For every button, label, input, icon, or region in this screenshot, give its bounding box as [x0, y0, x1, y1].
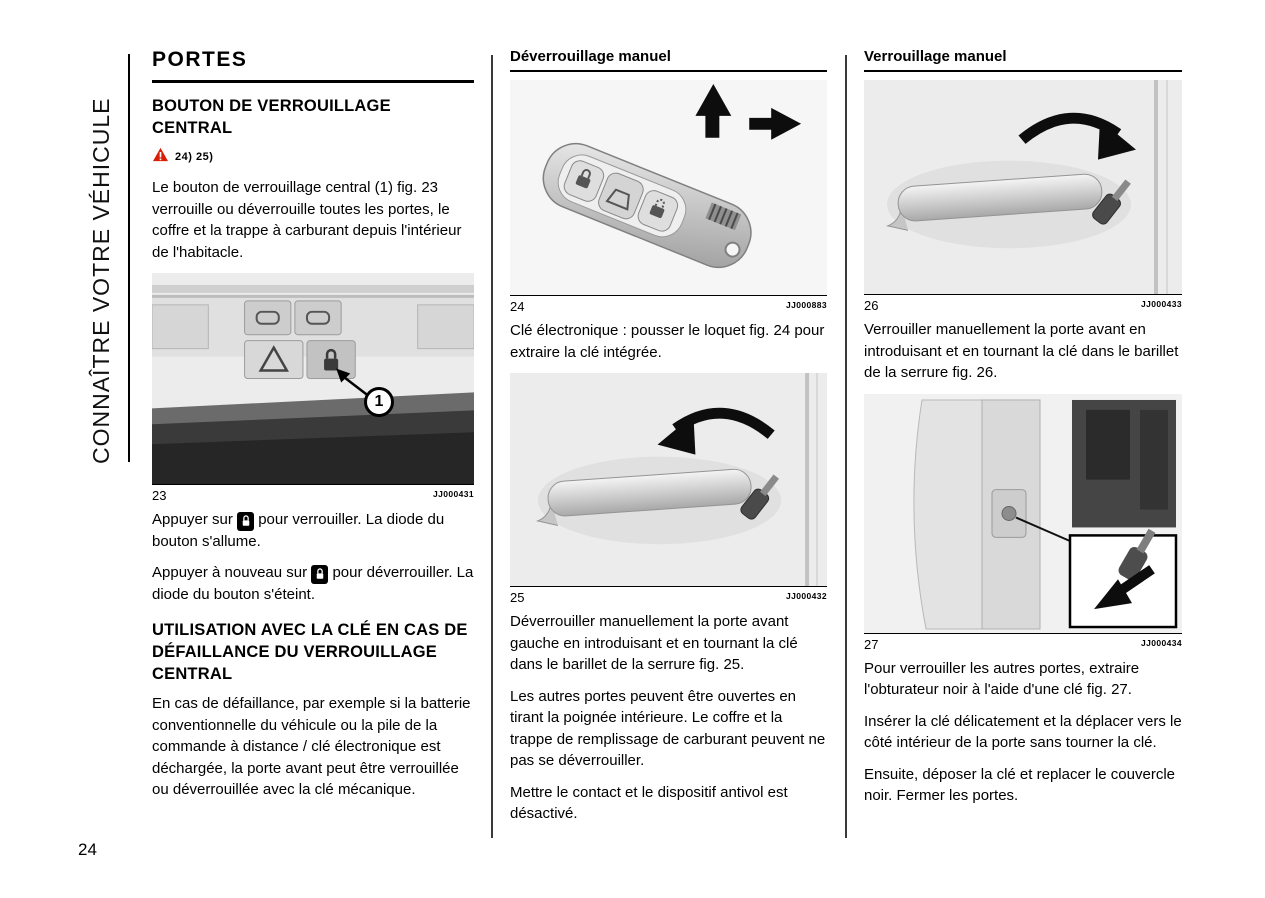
figure-code: JJ000431 — [432, 489, 474, 499]
column-divider-left — [491, 55, 493, 838]
figure-23: 1 23 JJ000431 — [152, 273, 474, 503]
paragraph-central-locking: Le bouton de verrouillage central (1) fi… — [152, 179, 462, 261]
lock-button-icon — [311, 564, 329, 584]
paragraph-unlock-front-door: Déverrouiller manuellement la porte avan… — [510, 613, 798, 673]
paragraph-lock: Appuyer sur pour verrouiller. La diode d… — [152, 509, 474, 552]
figure-24-image — [510, 80, 827, 296]
paragraph-insert-key: Insérer la clé délicatement et la déplac… — [864, 712, 1182, 752]
door-handle-unlock-illustration — [510, 373, 827, 586]
figure-26: 26 JJ000433 — [864, 80, 1182, 313]
figure-26-caption: 26 JJ000433 — [864, 298, 1182, 313]
figure-25-caption: 25 JJ000432 — [510, 590, 827, 605]
paragraph-key-fallback: En cas de défaillance, par exemple si la… — [152, 695, 471, 798]
figure-25-image — [510, 373, 827, 587]
paragraph-lock-front-door: Verrouiller manuellement la porte avant … — [864, 321, 1179, 381]
figure-26-image — [864, 80, 1182, 295]
figure-number: 27 — [864, 636, 879, 652]
figure-24-caption: 24 JJ000883 — [510, 299, 827, 314]
heading-manual-locking: Verrouillage manuel — [864, 48, 1182, 72]
figure-code: JJ000883 — [785, 300, 827, 310]
figure-27-image — [864, 393, 1182, 634]
figure-27: 27 JJ000434 — [864, 393, 1182, 652]
paragraph-unlock: Appuyer à nouveau sur pour déverrouiller… — [152, 562, 474, 605]
text-before-lock-icon: Appuyer sur — [152, 511, 233, 528]
paragraph-other-doors: Les autres portes peuvent être ouvertes … — [510, 687, 826, 770]
door-edge-key-illustration — [864, 393, 1182, 633]
chapter-rule — [128, 54, 130, 462]
figure-25: 25 JJ000432 — [510, 373, 827, 605]
key-fob-illustration — [510, 80, 827, 295]
figure-24: 24 JJ000883 — [510, 80, 827, 314]
paragraph-replace-cover: Ensuite, déposer la clé et replacer le c… — [864, 765, 1176, 805]
figure-number: 26 — [864, 298, 879, 313]
figure-23-image: 1 — [152, 273, 474, 485]
warning-icon — [152, 147, 169, 167]
heading-manual-unlocking: Déverrouillage manuel — [510, 48, 827, 72]
column-left: PORTES BOUTON DE VERROUILLAGE CENTRAL 24… — [152, 48, 474, 811]
chapter-vertical-title: CONNAÎTRE VOTRE VÉHICULE — [88, 97, 114, 465]
heading-key-fallback: UTILISATION AVEC LA CLÉ EN CAS DE DÉFAIL… — [152, 621, 468, 683]
heading-central-locking: BOUTON DE VERROUILLAGE CENTRAL — [152, 97, 391, 137]
paragraph-antitheft: Mettre le contact et le dispositif antiv… — [510, 783, 788, 823]
column-right: Verrouillage manuel — [864, 48, 1182, 817]
warning-references: 24) 25) — [175, 151, 214, 163]
figure-number: 25 — [510, 590, 525, 605]
warning-row: 24) 25) — [152, 147, 474, 167]
figure-27-caption: 27 JJ000434 — [864, 637, 1182, 652]
paragraph-extract-key: Clé électronique : pousser le loquet fig… — [510, 322, 825, 361]
lock-button-icon — [237, 511, 255, 531]
door-handle-lock-illustration — [864, 80, 1182, 294]
column-middle: Déverrouillage manuel — [510, 48, 827, 835]
text-after-lock-icon: pour verrouiller. La diode du bouton s'a… — [152, 511, 445, 550]
paragraph-lock-other-doors: Pour verrouiller les autres portes, extr… — [864, 659, 1140, 699]
figure-code: JJ000434 — [1140, 637, 1182, 648]
figure-number: 23 — [152, 488, 167, 503]
figure-number: 24 — [510, 299, 525, 314]
page-number: 24 — [78, 840, 97, 859]
callout-1: 1 — [364, 387, 394, 417]
figure-23-caption: 23 JJ000431 — [152, 488, 474, 503]
dashboard-switch-panel-illustration — [152, 273, 474, 484]
figure-code: JJ000432 — [785, 591, 827, 601]
text-before-lock-icon: Appuyer à nouveau sur — [152, 564, 308, 581]
page-title: PORTES — [152, 48, 474, 83]
column-divider-right — [845, 55, 847, 838]
figure-code: JJ000433 — [1140, 299, 1182, 309]
text-after-lock-icon: pour déverrouiller. La diode du bouton s… — [152, 564, 474, 603]
